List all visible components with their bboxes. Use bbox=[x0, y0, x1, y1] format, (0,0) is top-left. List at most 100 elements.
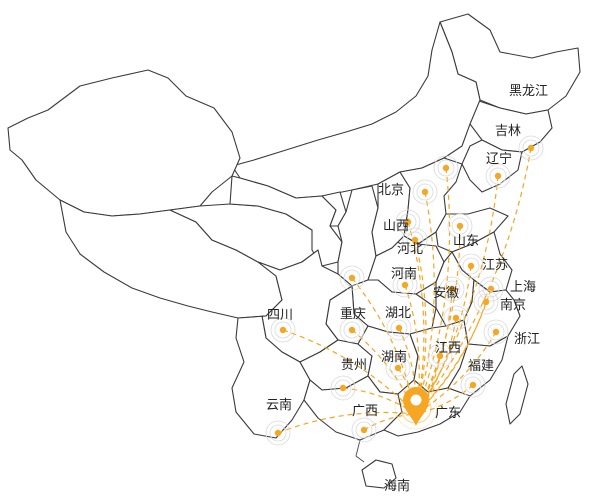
label-shanghai: 上海 bbox=[510, 280, 536, 295]
hub-pin-icon[interactable] bbox=[394, 386, 438, 430]
marker-ring bbox=[485, 163, 511, 189]
dot-hubei[interactable] bbox=[386, 315, 412, 341]
marker-ring bbox=[433, 155, 459, 181]
marker-ring bbox=[343, 321, 361, 339]
marker-ring bbox=[443, 305, 469, 331]
marker-ring bbox=[355, 421, 373, 439]
marker-ring bbox=[386, 315, 412, 341]
marker-ring bbox=[458, 253, 484, 279]
marker-ring bbox=[462, 257, 480, 275]
region-jilin bbox=[469, 99, 553, 153]
label-guangdong: 广东 bbox=[435, 406, 461, 421]
label-chongqing: 重庆 bbox=[340, 306, 366, 322]
marker-ring bbox=[396, 276, 414, 294]
dot-henan-w[interactable] bbox=[339, 265, 365, 291]
route-beijing bbox=[415, 191, 435, 415]
marker-dot bbox=[279, 326, 287, 334]
region-hainan bbox=[361, 459, 397, 489]
route-henan bbox=[404, 284, 420, 415]
dot-jilin[interactable] bbox=[518, 135, 544, 161]
route-guizhou bbox=[342, 387, 417, 415]
region-fujian bbox=[447, 335, 509, 397]
label-guizhou: 贵州 bbox=[341, 358, 367, 373]
label-shandong: 山东 bbox=[453, 234, 479, 249]
route-sichuan bbox=[282, 329, 417, 415]
marker-ring bbox=[522, 139, 540, 157]
dot-anhui-s[interactable] bbox=[443, 305, 469, 331]
marker-ring bbox=[265, 420, 291, 446]
marker-dot bbox=[348, 274, 356, 282]
label-sichuan: 四川 bbox=[267, 308, 293, 323]
dot-fujian[interactable] bbox=[460, 372, 486, 398]
dot-guizhou[interactable] bbox=[330, 375, 356, 401]
label-shanxi: 山西 bbox=[383, 219, 409, 234]
marker-ring bbox=[477, 293, 495, 311]
label-liaoning: 辽宁 bbox=[486, 151, 512, 167]
route-tianjin bbox=[415, 167, 451, 415]
marker-ring bbox=[392, 272, 418, 298]
label-hubei: 湖北 bbox=[385, 306, 411, 321]
dot-jiangxi[interactable] bbox=[427, 343, 453, 369]
dot-shanghai[interactable] bbox=[478, 276, 504, 302]
marker-dot bbox=[401, 281, 409, 289]
marker-ring bbox=[385, 355, 411, 381]
label-nanjing: 南京 bbox=[500, 297, 526, 313]
label-hunan: 湖南 bbox=[381, 349, 407, 365]
marker-ring bbox=[518, 135, 544, 161]
dot-nanjing[interactable] bbox=[473, 289, 499, 315]
marker-dot bbox=[527, 144, 535, 152]
marker-ring bbox=[343, 269, 361, 287]
marker-ring bbox=[478, 276, 504, 302]
marker-ring bbox=[473, 289, 499, 315]
marker-dot bbox=[360, 426, 368, 434]
marker-dot bbox=[467, 262, 475, 270]
dot-guangxi[interactable] bbox=[351, 417, 377, 443]
dot-chongqing[interactable] bbox=[339, 317, 365, 343]
marker-dot bbox=[404, 218, 412, 226]
marker-dot bbox=[274, 429, 282, 437]
marker-dot bbox=[492, 328, 500, 336]
dot-hunan[interactable] bbox=[385, 355, 411, 381]
dot-henan[interactable] bbox=[392, 272, 418, 298]
marker-ring bbox=[390, 319, 408, 337]
dot-hebei[interactable] bbox=[402, 227, 428, 253]
dot-anhui[interactable] bbox=[439, 276, 465, 302]
route-chongqing bbox=[351, 329, 417, 415]
marker-ring bbox=[351, 417, 377, 443]
marker-ring bbox=[412, 179, 438, 205]
region-xinjiang bbox=[7, 69, 241, 217]
marker-ring bbox=[339, 265, 365, 291]
route-henan-w bbox=[351, 277, 417, 415]
province-labels: 黑龙江 吉林 辽宁 北京 山西 河北 山东 河南 江苏 上海 安徽 南京 四川 … bbox=[266, 84, 548, 494]
marker-ring bbox=[431, 347, 449, 365]
dot-yunnan[interactable] bbox=[265, 420, 291, 446]
marker-ring bbox=[443, 280, 461, 298]
label-guangxi: 广西 bbox=[352, 404, 378, 419]
marker-dot bbox=[448, 285, 456, 293]
dot-liaoning[interactable] bbox=[485, 163, 511, 189]
marker-dot bbox=[395, 324, 403, 332]
marker-dot bbox=[394, 364, 402, 372]
dot-tianjin[interactable] bbox=[433, 155, 459, 181]
region-yunnan bbox=[231, 315, 311, 439]
marker-ring bbox=[334, 379, 352, 397]
dot-beijing[interactable] bbox=[412, 179, 438, 205]
label-hainan: 海南 bbox=[384, 478, 410, 494]
marker-dot bbox=[339, 384, 347, 392]
marker-dot bbox=[348, 326, 356, 334]
label-jiangsu: 江苏 bbox=[482, 257, 508, 273]
marker-dot bbox=[436, 352, 444, 360]
marker-ring bbox=[389, 359, 407, 377]
marker-ring bbox=[427, 343, 453, 369]
dot-zhejiang[interactable] bbox=[483, 319, 509, 345]
marker-dot bbox=[452, 314, 460, 322]
dot-jiangsu[interactable] bbox=[458, 253, 484, 279]
label-beijing: 北京 bbox=[378, 183, 404, 198]
marker-dot bbox=[456, 222, 464, 230]
dot-sichuan[interactable] bbox=[270, 317, 296, 343]
marker-dot bbox=[469, 381, 477, 389]
dot-shandong[interactable] bbox=[447, 213, 473, 239]
route-liaoning bbox=[415, 175, 499, 415]
marker-ring bbox=[489, 167, 507, 185]
map-outlines bbox=[7, 13, 581, 489]
